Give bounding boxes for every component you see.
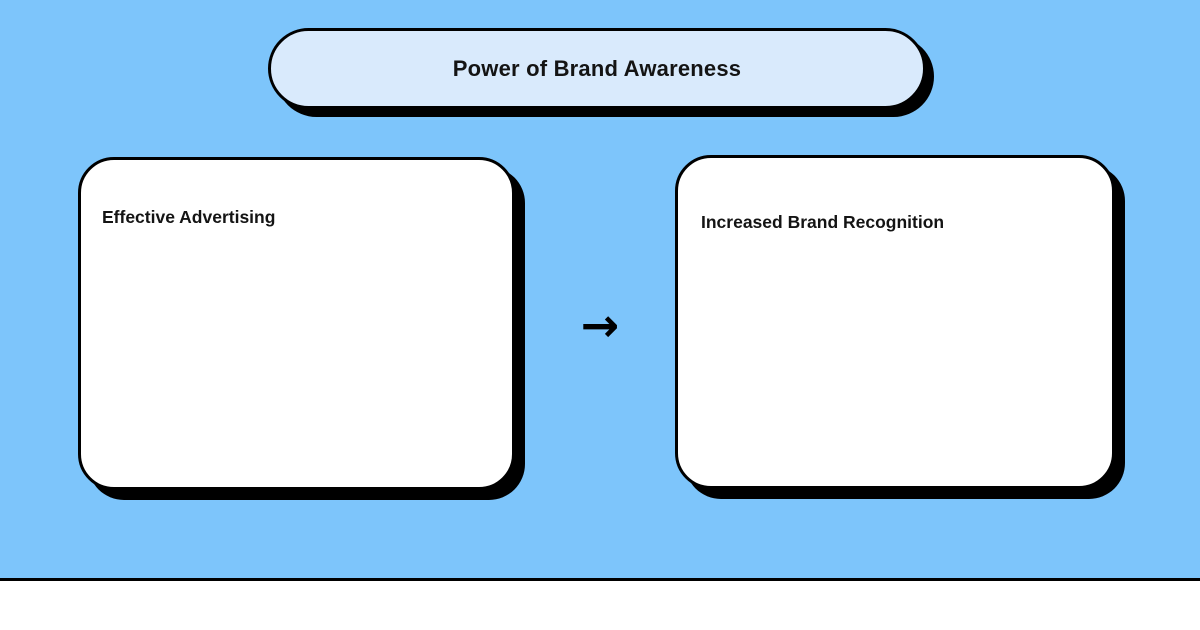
- page-title: Power of Brand Awareness: [452, 55, 742, 81]
- bottom-white-strip: [0, 581, 1200, 630]
- card-title-effective-advertising: Effective Advertising: [102, 207, 276, 227]
- card-title-increased-brand-recognition: Increased Brand Recognition: [701, 212, 945, 232]
- card-effective-advertising: Effective Advertising: [78, 157, 515, 490]
- title-banner: Power of Brand Awareness: [268, 28, 926, 109]
- card-increased-brand-recognition: Increased Brand Recognition: [675, 155, 1115, 489]
- arrow-right-icon: →: [580, 298, 620, 352]
- bottom-divider-line: [0, 578, 1200, 581]
